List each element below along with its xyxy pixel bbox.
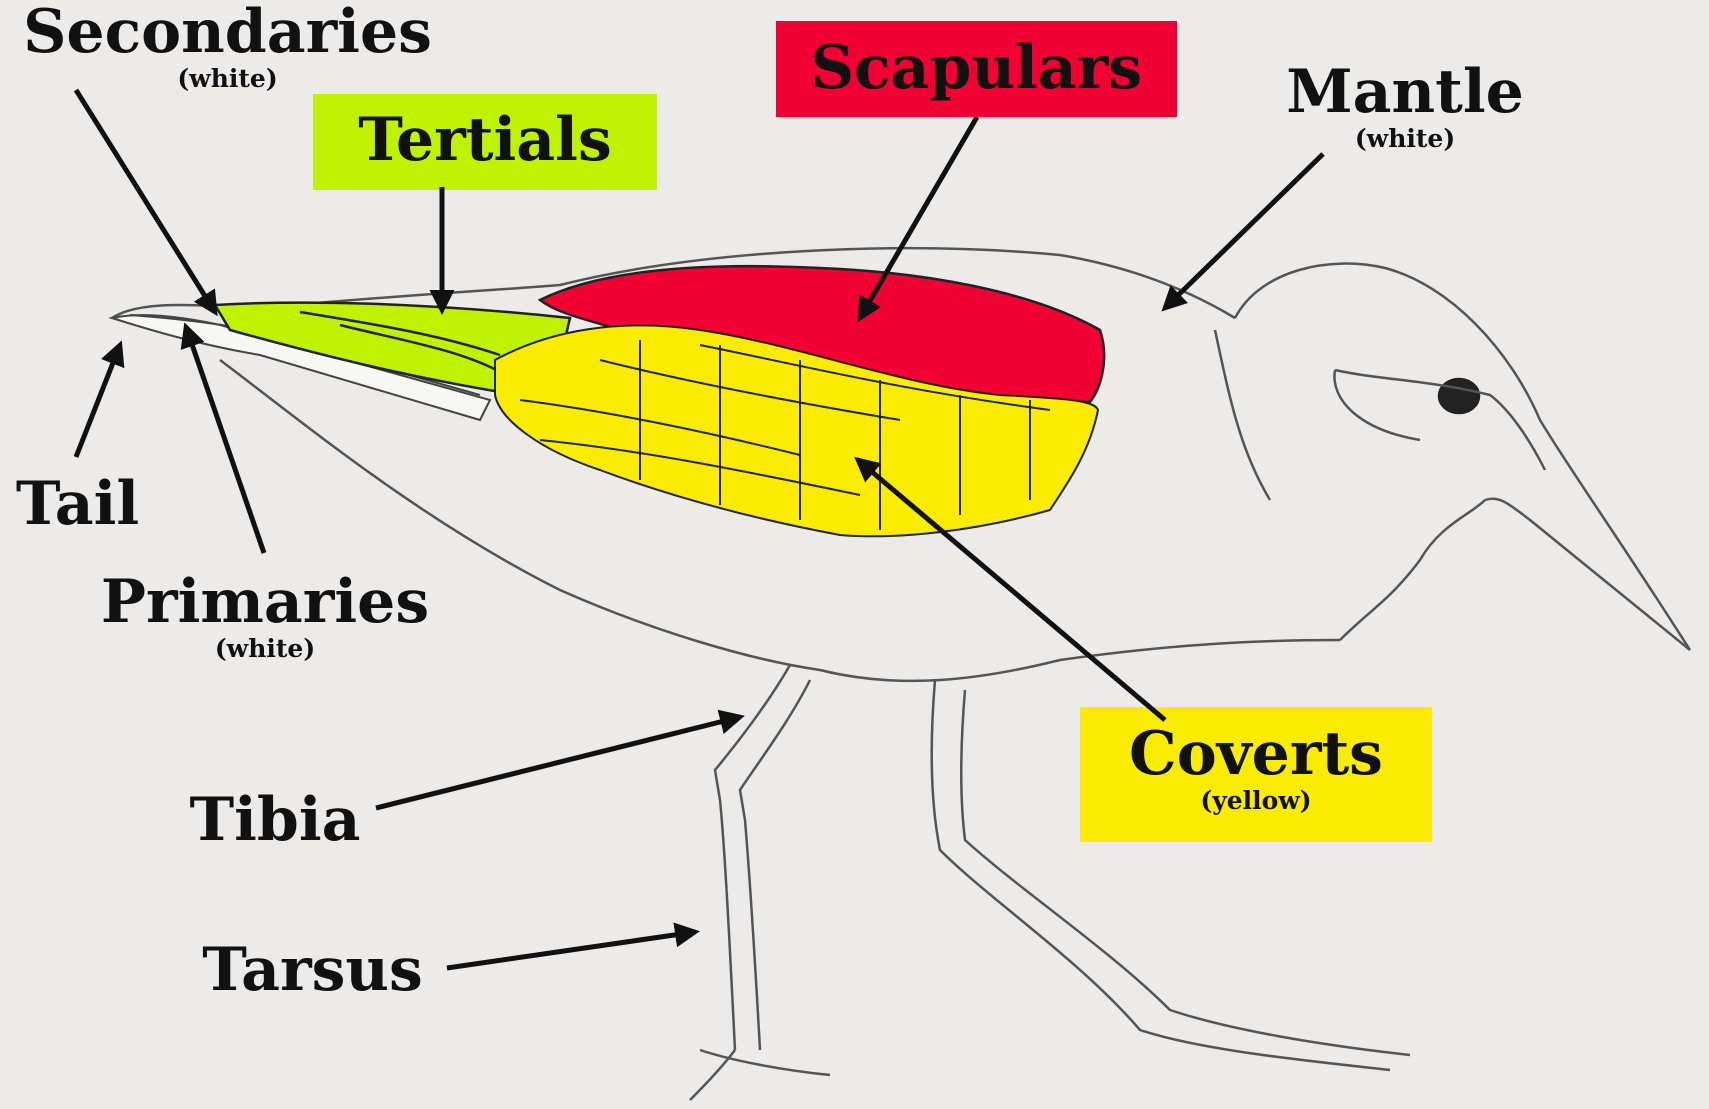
mantle-note: (white): [1280, 126, 1530, 151]
tail-label: Tail: [10, 474, 145, 534]
coverts-note: (yellow): [1080, 788, 1432, 813]
secondaries-label: Secondaries (white): [20, 2, 435, 91]
tibia-arrow: [376, 717, 740, 808]
coverts-title: Coverts: [1129, 719, 1383, 789]
tail-arrow: [76, 345, 120, 457]
tarsus-label: Tarsus: [195, 940, 430, 1000]
tarsus-arrow: [447, 932, 695, 968]
primaries-arrow: [186, 327, 264, 553]
secondaries-title: Secondaries: [23, 0, 432, 67]
tail-title: Tail: [16, 469, 139, 539]
tertials-label: Tertials: [313, 110, 657, 170]
mantle-label: Mantle (white): [1280, 62, 1530, 151]
tibia-label: Tibia: [185, 790, 365, 850]
scapulars-title: Scapulars: [811, 33, 1142, 103]
mantle-arrow: [1165, 154, 1323, 308]
coverts-label: Coverts (yellow): [1080, 724, 1432, 813]
primaries-label: Primaries (white): [95, 572, 435, 661]
tarsus-title: Tarsus: [202, 935, 423, 1005]
secondaries-arrow: [76, 90, 215, 312]
eye-icon: [1439, 379, 1479, 413]
secondaries-note: (white): [20, 66, 435, 91]
tibia-title: Tibia: [189, 785, 360, 855]
primaries-title: Primaries: [101, 567, 429, 637]
primaries-note: (white): [95, 636, 435, 661]
mantle-title: Mantle: [1286, 57, 1524, 127]
tertials-title: Tertials: [358, 105, 612, 175]
scapulars-label: Scapulars: [776, 38, 1177, 98]
